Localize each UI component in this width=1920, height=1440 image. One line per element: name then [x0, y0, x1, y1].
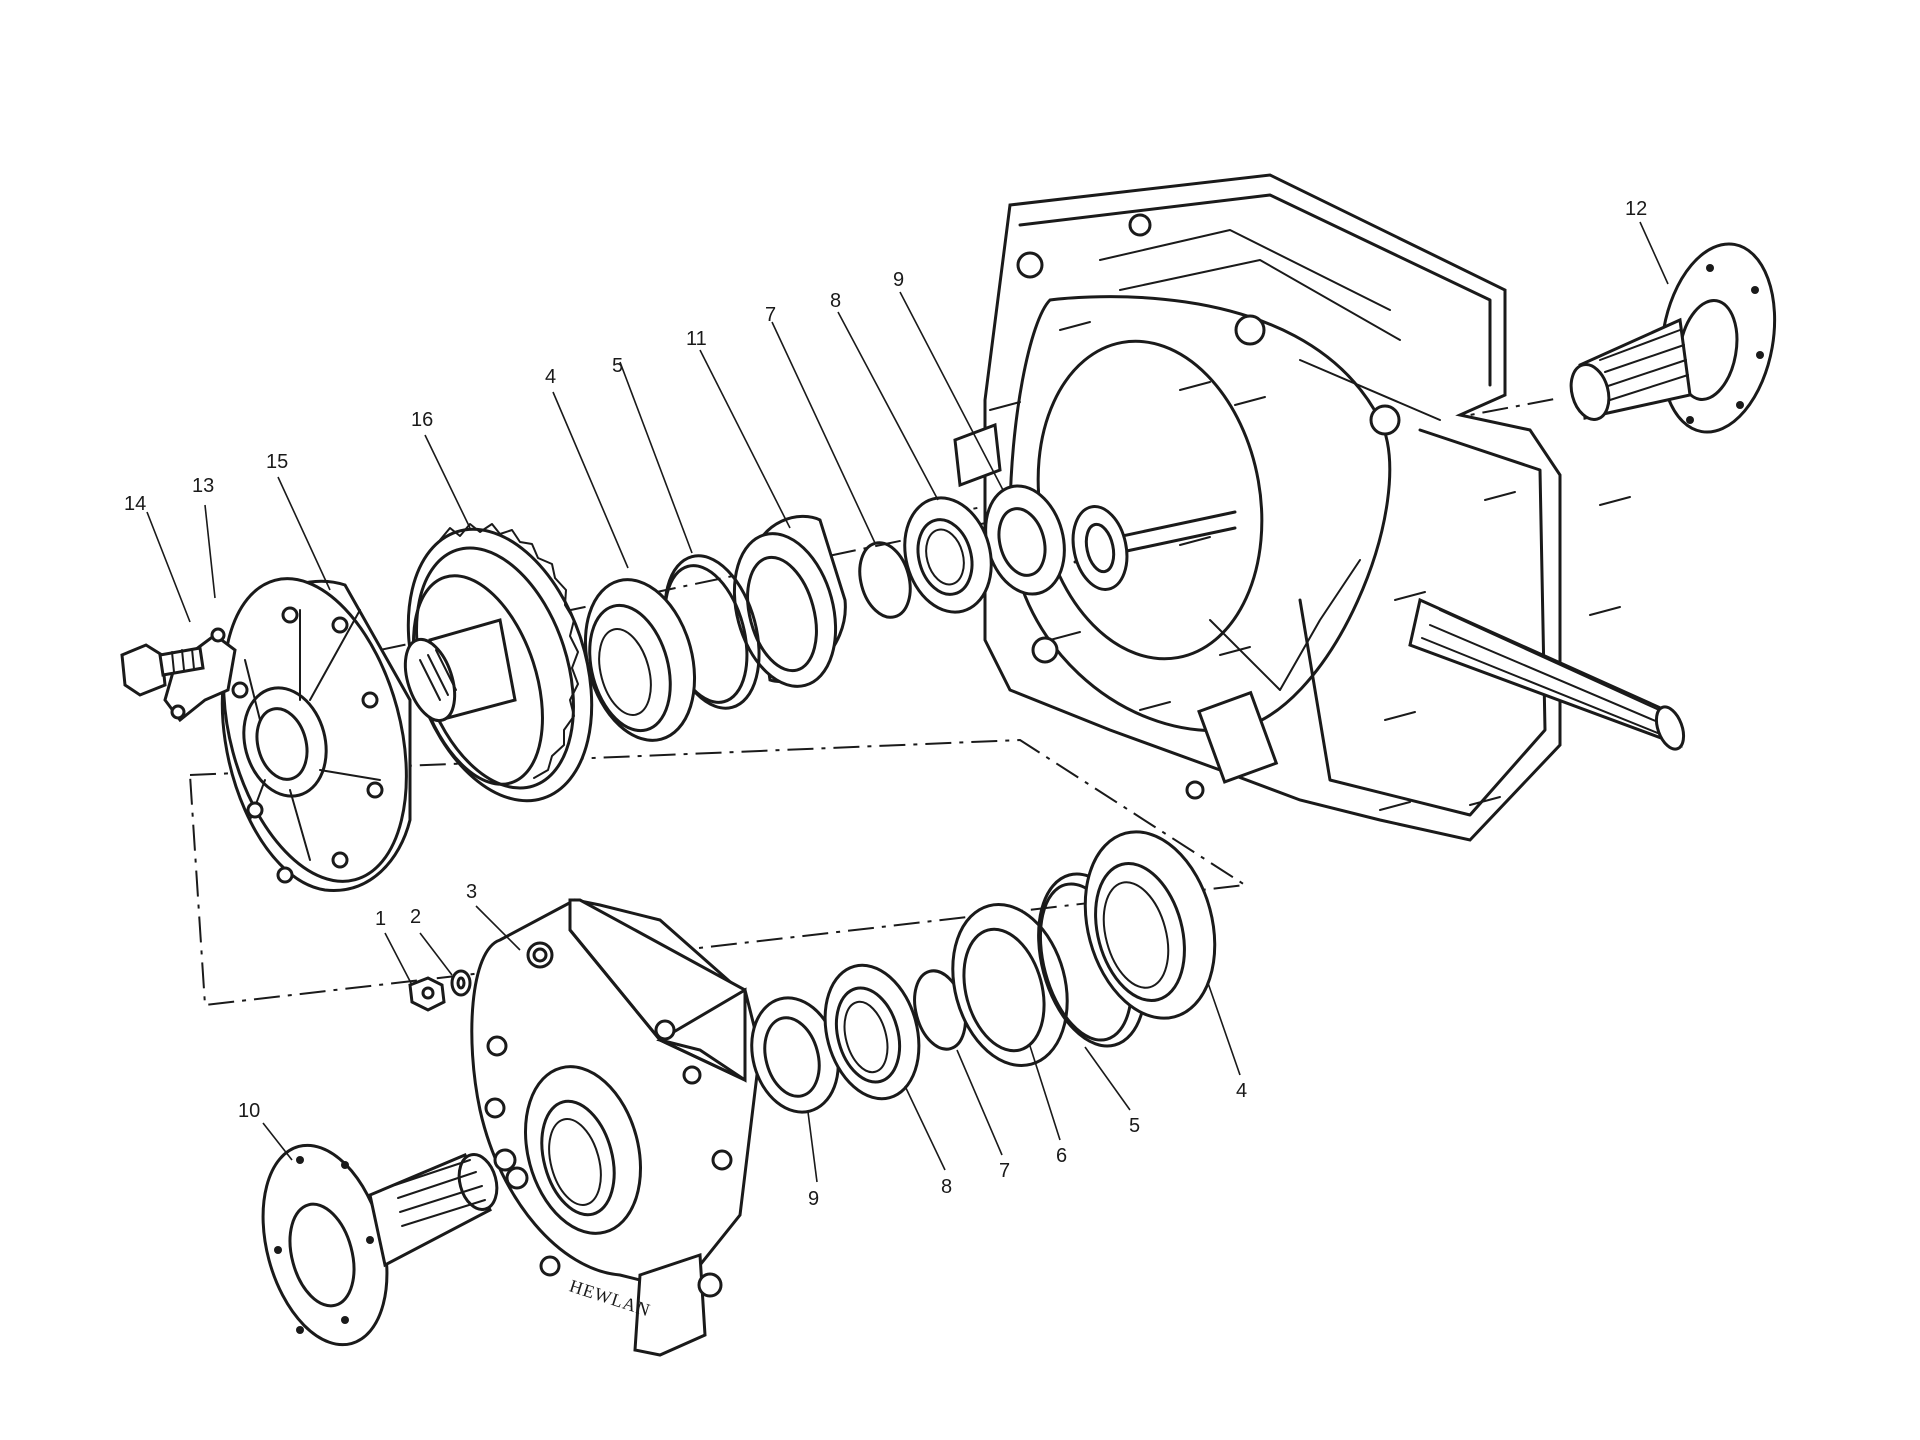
callout-14: 14: [124, 493, 146, 515]
lock-tab-13: [163, 627, 237, 723]
callout-12: 12: [1625, 198, 1647, 220]
output-flange-12: [1569, 242, 1777, 434]
callout-4-lower: 4: [1236, 1080, 1247, 1102]
bearing-8-lower: [823, 963, 921, 1101]
circlip-7-upper: [858, 541, 912, 619]
callout-15: 15: [266, 451, 288, 473]
callout-9-upper: 9: [893, 269, 904, 291]
callout-10: 10: [238, 1100, 260, 1122]
callouts: 14 13 15 16 4 5 11 7 8 9 12 1 2 3 10 9 8…: [124, 198, 1647, 1210]
bearing-4-lower: [1083, 830, 1217, 1020]
bolt-14: [120, 643, 205, 697]
gearbox-casing: [953, 173, 1686, 842]
leader-lines: [146, 221, 1669, 1183]
callout-9-lower: 9: [808, 1188, 819, 1210]
callout-4-upper: 4: [545, 366, 556, 388]
crown-wheel-16: [403, 523, 594, 803]
output-flange-10: [261, 1143, 499, 1347]
diff-cover-15: [220, 577, 412, 892]
callout-8-upper: 8: [830, 290, 841, 312]
callout-7-lower: 7: [999, 1160, 1010, 1182]
callout-16: 16: [411, 409, 433, 431]
callout-7-upper: 7: [765, 304, 776, 326]
callout-5-upper: 5: [612, 355, 623, 377]
callout-2: 2: [410, 906, 421, 928]
callout-8-lower: 8: [941, 1176, 952, 1198]
washer-2: [450, 969, 472, 997]
bearing-8-upper: [903, 496, 993, 614]
callout-11: 11: [686, 328, 707, 350]
callout-5-lower: 5: [1129, 1115, 1140, 1137]
seal-9-lower: [750, 996, 840, 1114]
callout-13: 13: [192, 475, 214, 497]
callout-6: 6: [1056, 1145, 1067, 1167]
callout-3: 3: [466, 881, 477, 903]
side-cover-3: HEWLAN: [470, 898, 762, 1357]
nut-1: [408, 976, 446, 1012]
callout-1: 1: [375, 908, 386, 930]
